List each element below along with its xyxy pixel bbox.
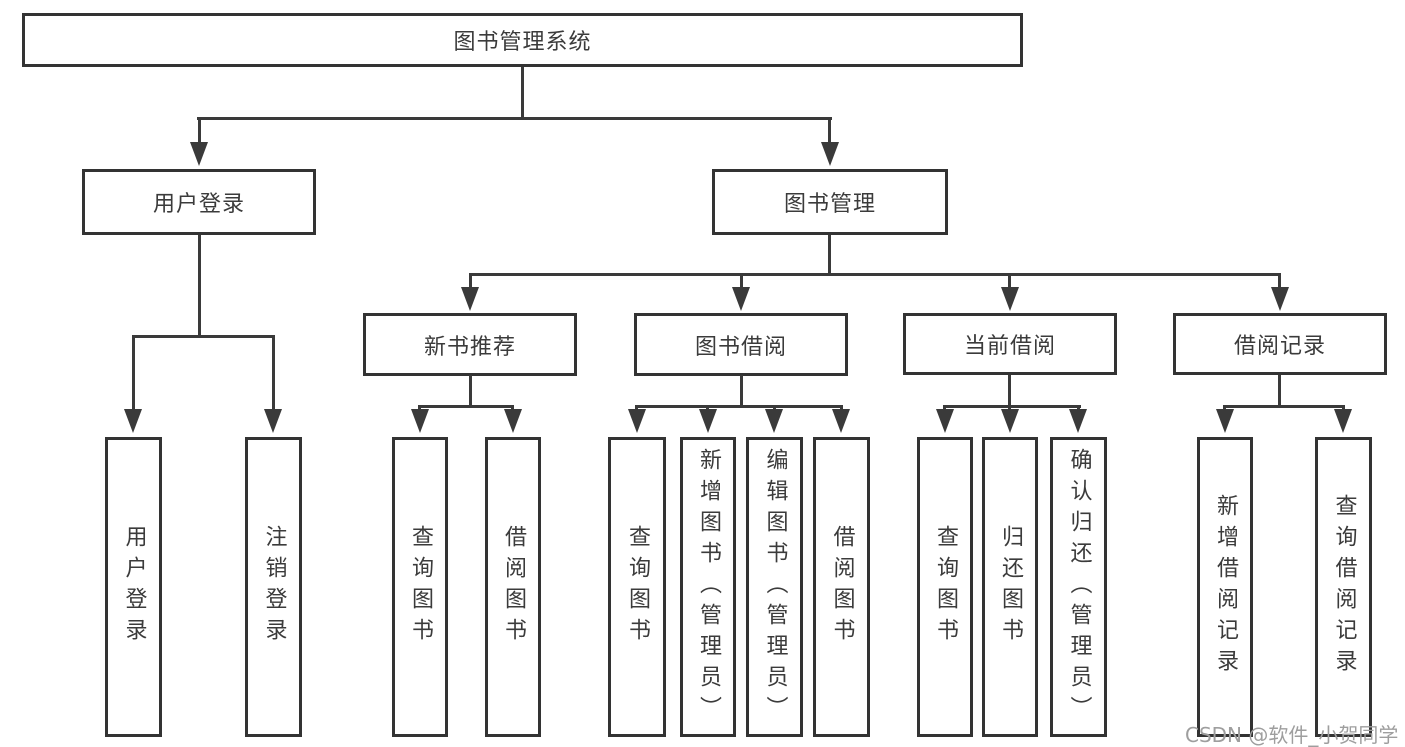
connector-level1-rail [197, 117, 832, 120]
leaf-logout-label: 注销登录 [261, 525, 287, 649]
node-new-book-recommend: 新书推荐 [363, 313, 577, 376]
leaf-confirm-return-admin-label: 确认归还（管理员） [1066, 447, 1092, 727]
connector-new-book-rail [418, 405, 514, 408]
arrowhead-book-borrow [732, 287, 750, 311]
leaf-query-borrow-record-label: 查询借阅记录 [1331, 494, 1357, 680]
arrowhead-b1 [411, 409, 429, 433]
arrowhead-d1 [936, 409, 954, 433]
connector-current-borrow-stem [1008, 375, 1011, 407]
node-book-mgmt: 图书管理 [712, 169, 948, 235]
leaf-add-borrow-record: 新增借阅记录 [1197, 437, 1253, 737]
leaf-borrow-books-recommend: 借阅图书 [485, 437, 541, 737]
leaf-confirm-return-admin: 确认归还（管理员） [1050, 437, 1107, 737]
connector-drop-leaf-logout [272, 335, 275, 411]
node-book-borrow: 图书借阅 [634, 313, 848, 376]
arrowhead-c4 [832, 409, 850, 433]
leaf-return-books-label: 归还图书 [998, 525, 1023, 649]
arrowhead-e1 [1216, 409, 1234, 433]
leaf-borrow-books-label: 借阅图书 [829, 525, 855, 649]
node-borrow-records-label: 借阅记录 [1233, 334, 1326, 359]
leaf-query-borrow-record: 查询借阅记录 [1315, 437, 1372, 737]
connector-book-borrow-stem [740, 375, 743, 407]
connector-new-book-stem [469, 375, 472, 407]
arrowhead-c2 [699, 409, 717, 433]
leaf-logout: 注销登录 [245, 437, 302, 737]
arrowhead-current-borrow [1001, 287, 1019, 311]
node-current-borrow-label: 当前借阅 [963, 334, 1056, 359]
arrowhead-leaf-login [124, 409, 142, 433]
arrowhead-d2 [1001, 409, 1019, 433]
arrowhead-e2 [1334, 409, 1352, 433]
connector-drop-current-borrow [1008, 273, 1011, 289]
connector-book-borrow-rail [635, 405, 843, 408]
leaf-borrow-books-recommend-label: 借阅图书 [501, 525, 526, 649]
leaf-query-books-current-label: 查询图书 [933, 525, 958, 649]
leaf-edit-books-admin: 编辑图书（管理员） [746, 437, 803, 737]
node-user-login: 用户登录 [82, 169, 316, 235]
arrowhead-c3 [765, 409, 783, 433]
leaf-add-books-admin: 新增图书（管理员） [680, 437, 736, 737]
leaf-add-borrow-record-label: 新增借阅记录 [1213, 494, 1238, 680]
connector-borrow-records-rail [1223, 405, 1345, 408]
connector-user-login-rail [132, 335, 275, 338]
arrowhead-book-mgmt [821, 142, 839, 166]
node-book-borrow-label: 图书借阅 [694, 334, 787, 360]
leaf-query-books-current: 查询图书 [917, 437, 973, 737]
connector-level2-rail [469, 273, 1281, 276]
arrowhead-leaf-logout [264, 409, 282, 433]
arrowhead-c1 [628, 409, 646, 433]
leaf-borrow-books: 借阅图书 [813, 437, 870, 737]
connector-drop-user-login [198, 117, 201, 144]
arrowhead-new-book [461, 287, 479, 311]
connector-borrow-records-stem [1278, 375, 1281, 407]
connector-current-borrow-rail [943, 405, 1081, 408]
leaf-query-books-borrow-label: 查询图书 [625, 525, 650, 649]
node-current-borrow: 当前借阅 [903, 313, 1117, 375]
leaf-query-books-recommend-label: 查询图书 [408, 525, 433, 649]
arrowhead-b2 [504, 409, 522, 433]
node-book-mgmt-label: 图书管理 [783, 192, 876, 217]
leaf-return-books: 归还图书 [982, 437, 1038, 737]
connector-drop-borrow-records [1278, 273, 1281, 289]
leaf-edit-books-admin-label: 编辑图书（管理员） [762, 447, 788, 727]
connector-drop-book-mgmt [828, 117, 831, 144]
node-new-book-recommend-label: 新书推荐 [423, 334, 516, 360]
node-root: 图书管理系统 [22, 13, 1023, 67]
leaf-query-books-borrow: 查询图书 [608, 437, 666, 737]
connector-drop-leaf-login [132, 335, 135, 411]
arrowhead-user-login [190, 142, 208, 166]
leaf-user-login-label: 用户登录 [121, 525, 147, 649]
connector-root-stem [521, 67, 524, 120]
node-user-login-label: 用户登录 [152, 192, 245, 217]
leaf-query-books-recommend: 查询图书 [392, 437, 448, 737]
connector-user-login-stem [198, 235, 201, 337]
leaf-add-books-admin-label: 新增图书（管理员） [696, 447, 721, 727]
connector-drop-new-book [469, 273, 472, 289]
node-root-label: 图书管理系统 [453, 30, 592, 55]
node-borrow-records: 借阅记录 [1173, 313, 1387, 375]
arrowhead-d3 [1069, 409, 1087, 433]
leaf-user-login: 用户登录 [105, 437, 162, 737]
arrowhead-borrow-records [1271, 287, 1289, 311]
connector-drop-book-borrow [740, 273, 743, 289]
watermark: CSDN @软件_小贺同学 [1185, 723, 1399, 747]
connector-book-mgmt-stem [828, 235, 831, 275]
